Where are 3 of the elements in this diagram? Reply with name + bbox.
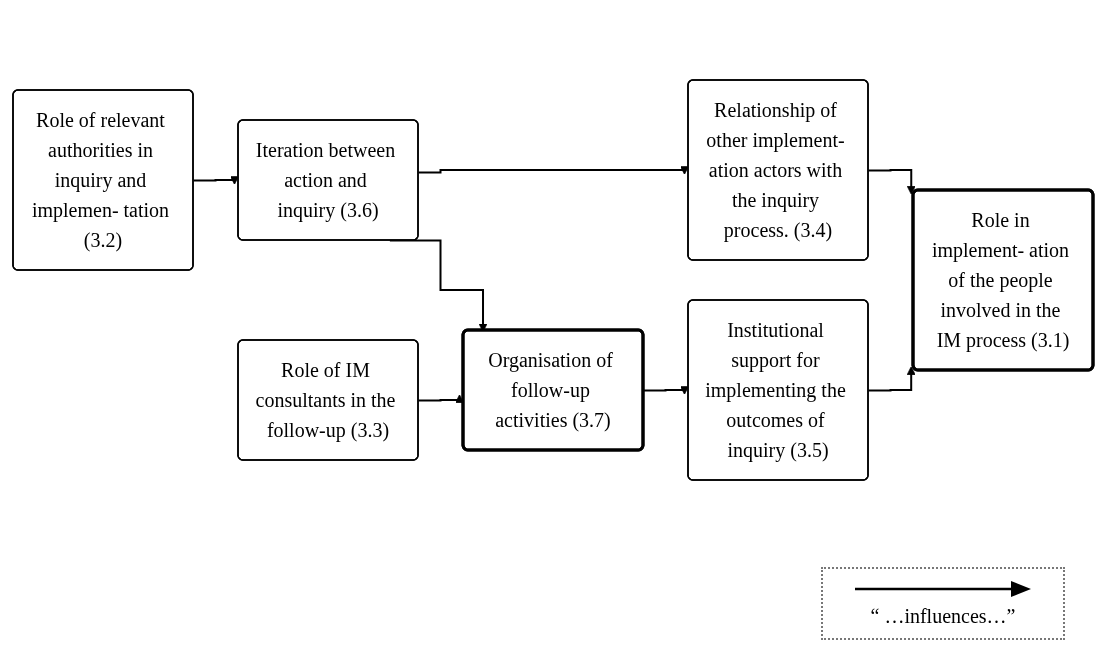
arrow bbox=[867, 169, 916, 195]
arrow bbox=[867, 366, 916, 392]
legend-text: “ …influences…” bbox=[870, 605, 1016, 628]
